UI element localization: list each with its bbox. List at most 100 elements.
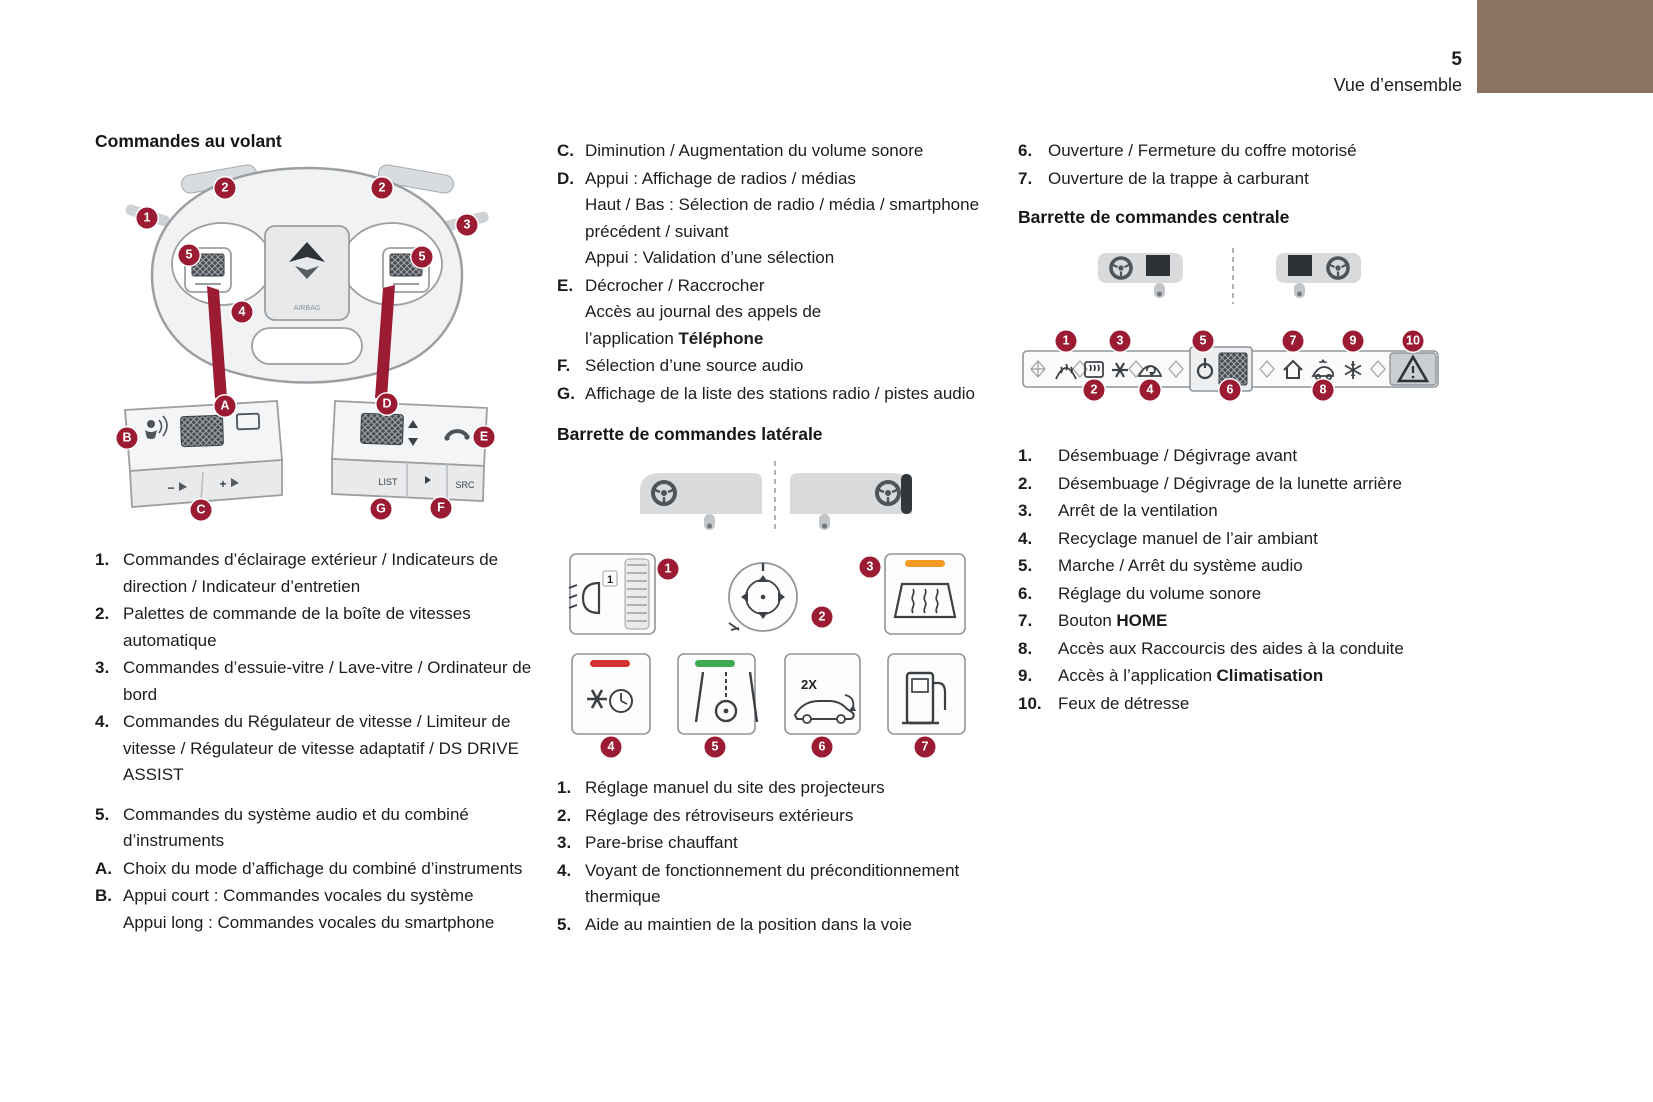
leader-right — [375, 285, 395, 398]
list-item: 4.Voyant de fonctionnement du préconditi… — [557, 860, 960, 907]
callout-9: 9 — [1342, 330, 1364, 352]
amber-indicator — [905, 560, 945, 567]
lattice-decoration — [1030, 360, 1386, 378]
callout-G: G — [370, 498, 392, 520]
callout-7: 7 — [1282, 330, 1304, 352]
fuel-flap-button — [887, 653, 966, 735]
callout-4: 4 — [600, 736, 622, 758]
list-item: 1.Désembuage / Dégivrage avant — [1018, 446, 1298, 465]
callout-8: 8 — [1312, 379, 1334, 401]
callout-A: A — [214, 395, 236, 417]
column-central-panel: 6.Ouverture / Fermeture du coffre motori… — [1018, 138, 1563, 718]
green-indicator — [695, 660, 735, 667]
callout-10: 10 — [1402, 330, 1424, 352]
home-icon — [1283, 359, 1303, 379]
rear-defrost-icon — [1084, 361, 1104, 378]
mirror-fold-icon — [728, 622, 740, 631]
section-title: Vue d’ensemble — [1333, 75, 1462, 95]
display-mode-icon — [235, 412, 261, 431]
callout-1: 1 — [657, 558, 679, 580]
list-item: 10.Feux de détresse — [1018, 693, 1190, 713]
list-item: 3.Pare-brise chauffant — [557, 833, 738, 852]
left-detail-touchpad — [180, 414, 224, 448]
src-button-label: SRC — [455, 480, 475, 490]
list-item: 5.Commandes du système audio et du combi… — [95, 804, 469, 851]
steering-heading: Commandes au volant — [95, 131, 282, 151]
column-steering: Commandes au volant — [95, 130, 543, 937]
fan-off-icon — [1112, 362, 1128, 378]
dashboard-right-silhouette — [790, 473, 912, 514]
callout-B: B — [116, 427, 138, 449]
side-panel-heading: Barrette de commandes latérale — [557, 424, 823, 444]
callout-2-right: 2 — [371, 177, 393, 199]
right-detail-touchpad — [360, 412, 404, 446]
callout-2: 2 — [811, 606, 833, 628]
list-item: 6.Ouverture / Fermeture du coffre motori… — [1018, 141, 1357, 160]
callout-3: 3 — [1109, 330, 1131, 352]
list-item: 6.Réglage du volume sonore — [1018, 583, 1262, 603]
volume-down-icon — [179, 482, 187, 491]
callout-F: F — [430, 497, 452, 519]
heated-windscreen-button — [884, 553, 966, 635]
ds-logo — [289, 242, 325, 262]
side-panel-art: 1 — [568, 461, 966, 735]
callout-C: C — [190, 499, 212, 521]
callout-1: 1 — [136, 207, 158, 229]
central-panel-list: 1.Désembuage / Dégivrage avant 2.Désembu… — [1018, 443, 1563, 717]
list-button-label: LIST — [378, 477, 398, 487]
red-indicator — [590, 660, 630, 667]
callout-4: 4 — [1139, 379, 1161, 401]
list-item: 4.Commandes du Régulateur de vitesse / L… — [95, 712, 519, 784]
list-item: 2.Réglage des rétroviseurs extérieurs — [557, 805, 854, 825]
list-item: D.Appui : Affichage de radios / médias H… — [557, 168, 980, 268]
callout-6: 6 — [811, 736, 833, 758]
airbag-label: AIRBAG — [294, 305, 320, 312]
list-item: B.Appui court : Commandes vocales du sys… — [95, 886, 495, 932]
dashboard-left-silhouette — [640, 473, 762, 514]
steering-wheel-diagram: AIRBAG — [95, 158, 540, 533]
callout-E: E — [473, 426, 495, 448]
steering-wheel-icon — [714, 699, 738, 723]
windscreen-icon — [893, 582, 957, 619]
down-arrow-icon — [408, 438, 418, 446]
list-item: 2.Désembuage / Dégivrage de la lunette a… — [1018, 473, 1402, 493]
volume-up-icon — [231, 478, 239, 487]
central-panel-diagram: 1 2 3 4 5 6 7 8 9 10 — [1018, 244, 1458, 419]
hazard-triangle-icon — [1396, 354, 1430, 383]
side-panel-list-continued: 6.Ouverture / Fermeture du coffre motori… — [1018, 138, 1563, 192]
steering-wheel-art: AIRBAG — [124, 164, 489, 508]
callout-5: 5 — [704, 736, 726, 758]
callout-5-right: 5 — [411, 246, 433, 268]
central-panel-art — [1022, 248, 1439, 392]
callout-3: 3 — [456, 214, 478, 236]
callout-7: 7 — [914, 736, 936, 758]
list-item: 5.Marche / Arrêt du système audio — [1018, 556, 1303, 575]
up-arrow-icon — [408, 420, 418, 428]
list-item: A.Choix du mode d’affichage du combiné d… — [95, 858, 523, 878]
gear-paddle-right — [377, 164, 455, 194]
list-item: 3.Arrêt de la ventilation — [1018, 501, 1218, 520]
preconditioning-button — [571, 653, 651, 735]
callout-D: D — [376, 393, 398, 415]
list-item: 1.Réglage manuel du site des projecteurs — [557, 778, 885, 797]
callout-2-left: 2 — [214, 177, 236, 199]
callout-3: 3 — [859, 556, 881, 578]
list-item: 3.Commandes d’essuie-vitre / Lave-vitre … — [95, 658, 532, 704]
callout-1: 1 — [1055, 330, 1077, 352]
lane-keeping-button — [677, 653, 759, 735]
steering-letter-list: C.Diminution / Augmentation du volume so… — [557, 138, 992, 407]
dial-number-label: 1 — [607, 574, 613, 586]
list-item: 5.Aide au maintien de la position dans l… — [557, 914, 912, 934]
air-recirculation-icon — [1137, 365, 1163, 377]
steering-list: 1.Commandes d’éclairage extérieur / Indi… — [95, 547, 543, 936]
list-item: G.Affichage de la liste des stations rad… — [557, 383, 975, 403]
side-panel-diagram: 1 — [557, 459, 977, 759]
audio-module — [1189, 346, 1253, 392]
headlight-icon — [581, 581, 601, 615]
tailgate-button: 2X — [784, 653, 861, 735]
page-number: 5 — [1451, 49, 1462, 70]
driving-aids-icon — [1311, 358, 1334, 381]
callout-5: 5 — [1192, 330, 1214, 352]
callout-5-left: 5 — [178, 244, 200, 266]
